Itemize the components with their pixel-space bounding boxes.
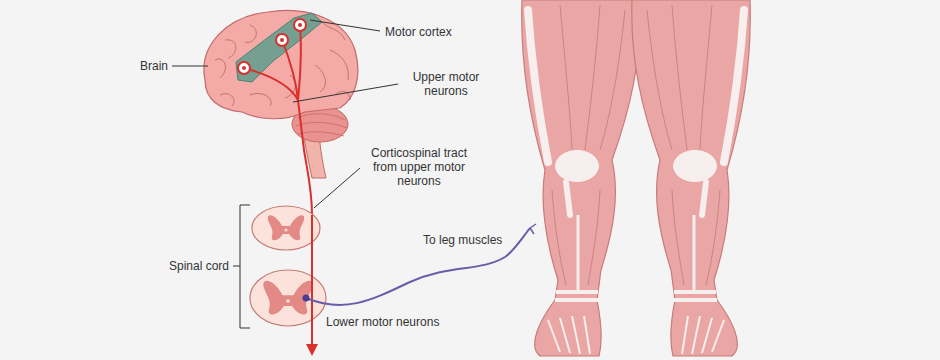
brain (204, 11, 358, 119)
label: Corticospinal tract from upper motor neu… (363, 146, 475, 188)
nerve-ending (530, 224, 536, 234)
motor-cortex (236, 13, 322, 82)
spinal-cord-section-lower (250, 270, 326, 326)
right-leg (632, 0, 750, 356)
bracket (233, 205, 250, 328)
neuron-body (303, 295, 310, 302)
label: Motor cortex (385, 25, 452, 39)
lower-motor-neuron (306, 228, 530, 305)
label: Upper motor neurons (402, 70, 490, 98)
label: Spinal cord (169, 259, 229, 273)
label: Brain (140, 59, 168, 73)
label: Lower motor neurons (326, 315, 439, 329)
spinal-cord-section-upper (252, 206, 320, 250)
leader-lines (172, 20, 398, 208)
left-leg (522, 0, 640, 356)
neuron-dots (238, 19, 306, 74)
label: To leg muscles (423, 233, 502, 247)
